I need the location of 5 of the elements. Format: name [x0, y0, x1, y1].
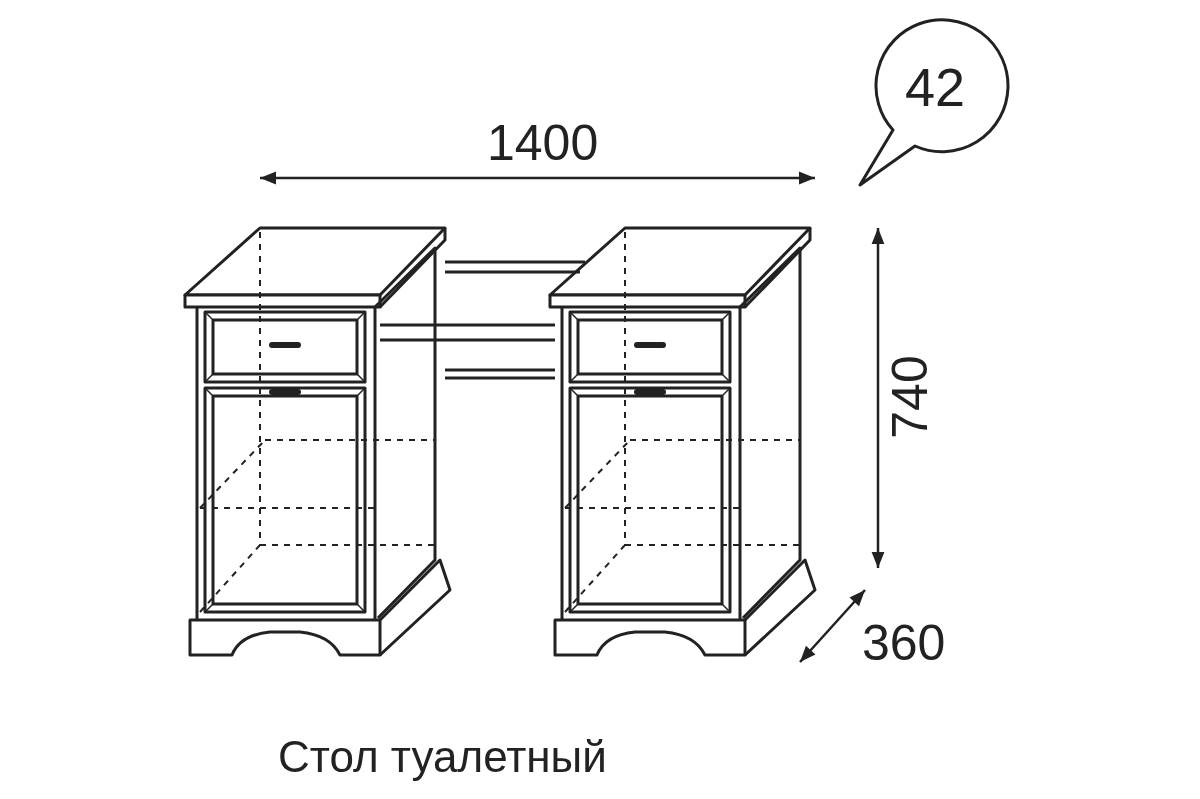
- callout-number: 42: [905, 60, 966, 114]
- dimension-label: 1400: [487, 118, 599, 168]
- caption: Стол туалетный: [278, 735, 607, 779]
- dimension-label: 740: [884, 355, 935, 439]
- dimension-label: 360: [862, 618, 946, 668]
